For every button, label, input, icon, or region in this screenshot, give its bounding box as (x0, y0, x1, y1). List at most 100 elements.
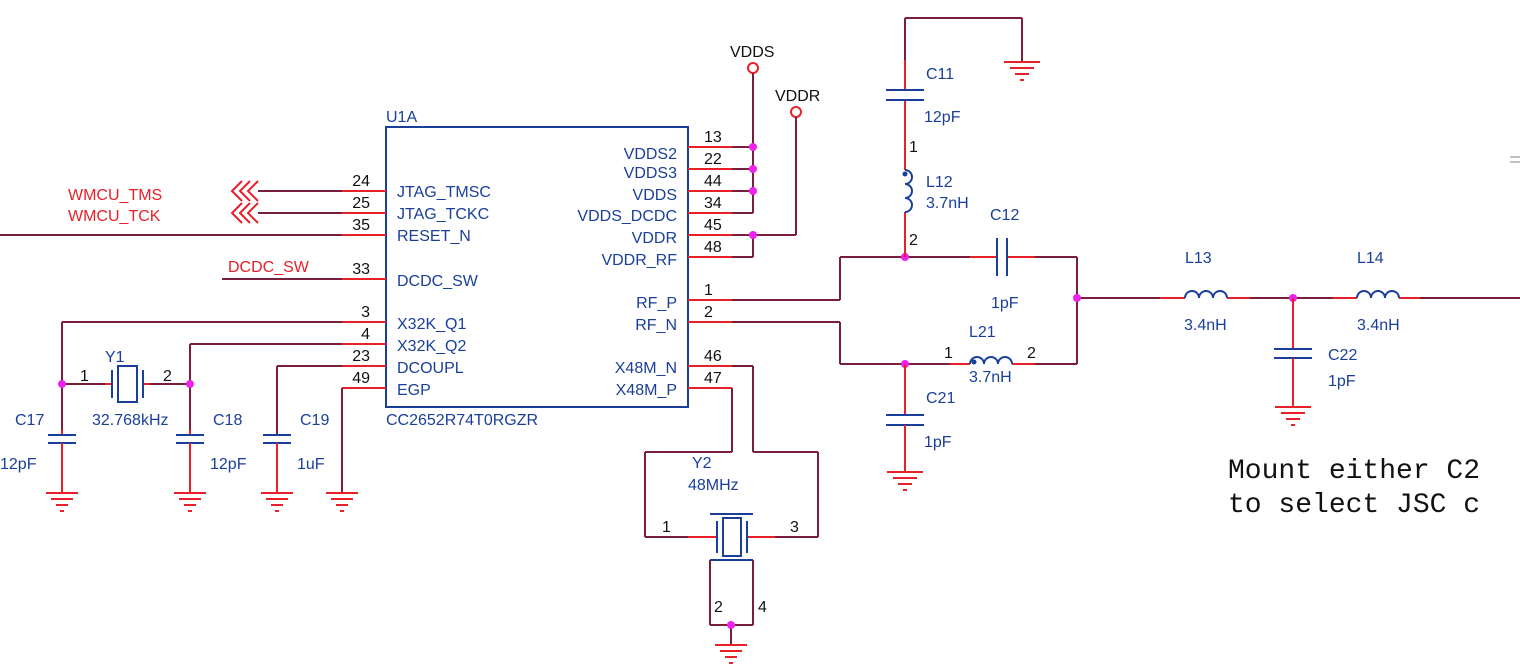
l14-ref-label: L14 (1357, 250, 1384, 267)
pin-name: VDDR (632, 230, 677, 247)
ground-icon (715, 644, 747, 664)
ic-right-pin-names: VDDS2 VDDS3 VDDS VDDS_DCDC VDDR VDDR_RF … (577, 146, 677, 399)
vdds-net-label: VDDS (730, 44, 774, 61)
pin-name: DCDC_SW (397, 273, 479, 290)
ic-left-pin-names: JTAG_TMSC JTAG_TCKC RESET_N DCDC_SW X32K… (397, 184, 491, 399)
ground-icon (1275, 406, 1311, 426)
c22-ref-label: C22 (1328, 347, 1357, 364)
l21-ref-label: L21 (969, 324, 996, 341)
ic-left-pin-numbers: 24 25 35 33 3 4 23 49 (352, 173, 370, 387)
ic-right-pin-numbers: 13 22 44 34 45 48 1 2 46 47 (704, 129, 722, 387)
ground-icon (174, 492, 206, 512)
pin-number: 23 (352, 348, 370, 365)
pin-number: 2 (1027, 345, 1036, 362)
pin-name: VDDR_RF (601, 252, 677, 269)
ic-left-pins (342, 190, 386, 389)
inductor-l12[interactable]: L12 3.7nH 1 2 (902, 139, 969, 249)
net-label-dcdc-sw: DCDC_SW (228, 259, 310, 276)
inductor-l14[interactable]: L14 3.4nH (1356, 250, 1400, 334)
pin-name: RF_P (636, 295, 677, 312)
pin-number: 2 (704, 304, 713, 321)
l13-value-label: 3.4nH (1184, 317, 1227, 334)
vddr-power-net[interactable]: VDDR (732, 88, 820, 258)
pin-number: 2 (909, 232, 918, 249)
l14-value-label: 3.4nH (1357, 317, 1400, 334)
c11-ref-label: C11 (926, 66, 954, 83)
pin-number: 1 (944, 345, 953, 362)
vddr-net-label: VDDR (775, 88, 820, 105)
pin-number: 34 (704, 195, 722, 212)
c12-ref-label: C12 (990, 207, 1019, 224)
capacitor-c18[interactable]: C18 12pF (176, 412, 247, 493)
capacitor-c11[interactable]: C11 12pF (886, 66, 961, 126)
capacitor-c21[interactable]: C21 1pF (886, 364, 955, 472)
capacitor-c22[interactable]: C22 1pF (1274, 298, 1357, 407)
offpage-connector-icon (230, 180, 259, 202)
vddr-power-port-icon (790, 106, 802, 118)
pin-number: 13 (704, 129, 722, 146)
x32k-network[interactable] (58, 321, 342, 430)
c22-value-label: 1pF (1328, 373, 1356, 390)
c17-value-label: 12pF (0, 456, 37, 473)
ground-icon (261, 492, 293, 512)
rf-output-net[interactable] (1073, 294, 1520, 302)
ground-icon (887, 471, 923, 491)
ground-icon (46, 492, 78, 512)
ic-u1a-body[interactable] (385, 126, 689, 408)
net-label-wmcu-tck: WMCU_TCK (68, 208, 161, 225)
pin-number: 24 (352, 173, 370, 190)
pin-number: 48 (704, 239, 722, 256)
ground-icon (1004, 61, 1040, 81)
vdds-power-net[interactable]: VDDS (730, 44, 774, 214)
y1-value-label: 32.768kHz (92, 412, 169, 429)
pin-name: RF_N (635, 317, 677, 334)
pin-number: 22 (704, 151, 722, 168)
y1-ref-label: Y1 (105, 349, 125, 366)
capacitor-c12[interactable]: C12 1pF (970, 207, 1035, 312)
pin-number: 1 (704, 282, 713, 299)
l21-value-label: 3.7nH (969, 369, 1012, 386)
pin-number: 35 (352, 217, 370, 234)
c11-l12-branch[interactable] (904, 17, 1023, 257)
pin-number: 47 (704, 370, 722, 387)
pin-name: VDDS2 (624, 146, 677, 163)
pin-name: JTAG_TMSC (397, 184, 491, 201)
ic-ref-label: U1A (386, 109, 417, 126)
ic-right-pins (688, 146, 732, 389)
pin-name: VDDS3 (624, 165, 677, 182)
jtag-tck-net[interactable]: WMCU_TCK (68, 202, 342, 225)
crystal-y1[interactable]: Y1 32.768kHz 1 2 (80, 349, 172, 429)
dcdc-sw-net[interactable]: DCDC_SW (222, 259, 342, 280)
c19-value-label: 1uF (297, 456, 325, 473)
pin-number: 25 (352, 195, 370, 212)
net-label-wmcu-tms: WMCU_TMS (68, 187, 162, 204)
pin-name: JTAG_TCKC (397, 206, 489, 223)
rf-n-net[interactable] (732, 321, 1077, 368)
pin-number: 44 (704, 173, 722, 190)
y2-value-label: 48MHz (688, 477, 739, 494)
pin-number: 33 (352, 261, 370, 278)
y2-ref-label: Y2 (692, 455, 712, 472)
vdds-power-port-icon (747, 62, 759, 74)
pin-name: X48M_P (616, 382, 677, 399)
c21-ref-label: C21 (926, 390, 955, 407)
rf-p-net[interactable] (732, 253, 1078, 364)
pin-name: X48M_N (615, 360, 677, 377)
pin-number: 46 (704, 348, 722, 365)
inductor-l13[interactable]: L13 3.4nH (1184, 250, 1228, 334)
offpage-connector-icon (230, 202, 259, 224)
inductor-l21[interactable]: L21 3.7nH 1 2 (944, 324, 1036, 386)
pin-name: VDDS_DCDC (577, 208, 677, 225)
c18-value-label: 12pF (210, 456, 247, 473)
pin-number: 1 (909, 139, 918, 156)
jtag-tms-net[interactable]: WMCU_TMS (68, 180, 342, 204)
pin-number: 4 (361, 326, 370, 343)
capacitor-c17[interactable]: C17 12pF (0, 412, 76, 493)
crystal-y2[interactable]: Y2 48MHz 1 3 2 4 (662, 455, 799, 616)
mount-note-line1: Mount either C2 (1228, 456, 1480, 487)
capacitor-c19[interactable]: C19 1uF (263, 365, 342, 493)
c12-value-label: 1pF (991, 295, 1019, 312)
x48m-network[interactable] (644, 365, 819, 645)
pin-name: DCOUPL (397, 360, 464, 377)
